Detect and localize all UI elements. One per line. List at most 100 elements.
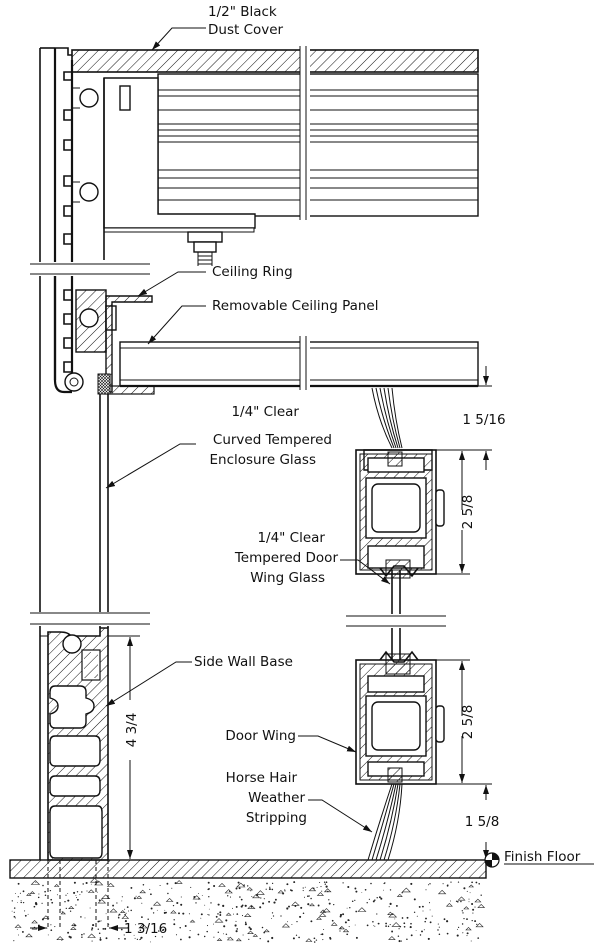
concrete-speck <box>422 910 424 912</box>
concrete-aggregate <box>401 887 411 893</box>
concrete-speck <box>235 920 237 922</box>
concrete-speck <box>424 920 426 923</box>
concrete-speck <box>118 915 119 917</box>
concrete-speck <box>142 884 145 886</box>
concrete-speck <box>73 891 76 894</box>
concrete-speck <box>463 887 466 890</box>
enclosure-glass <box>30 372 150 628</box>
concrete-speck <box>37 896 40 899</box>
concrete-speck <box>237 881 240 884</box>
dim-bottom-gap: 1 5/8 <box>465 814 500 830</box>
concrete-speck <box>413 911 416 913</box>
concrete-speck <box>427 884 430 886</box>
concrete-aggregate <box>152 901 162 906</box>
concrete-aggregate <box>457 896 466 901</box>
concrete-speck <box>235 930 238 933</box>
concrete-aggregate <box>318 912 327 917</box>
concrete-aggregate <box>119 910 126 913</box>
concrete-speck <box>342 913 345 916</box>
concrete-speck <box>149 888 151 890</box>
concrete-aggregate <box>29 891 36 894</box>
concrete-speck <box>161 936 163 938</box>
concrete-speck <box>180 938 182 941</box>
concrete-speck <box>236 913 239 915</box>
concrete-speck <box>316 886 318 888</box>
concrete-speck <box>124 937 126 940</box>
concrete-speck <box>287 921 289 923</box>
concrete-aggregate <box>68 905 75 909</box>
concrete-speck <box>437 929 439 931</box>
concrete-speck <box>364 888 367 891</box>
concrete-speck <box>339 913 343 917</box>
concrete-speck <box>286 907 289 910</box>
concrete-speck <box>429 883 431 885</box>
concrete-speck <box>51 901 54 904</box>
concrete-speck <box>207 888 209 891</box>
concrete-aggregate <box>225 912 232 916</box>
concrete-speck <box>44 894 47 897</box>
concrete-speck <box>394 918 396 920</box>
concrete-speck <box>406 916 409 919</box>
concrete-speck <box>288 905 290 908</box>
concrete-speck <box>455 900 458 902</box>
concrete-speck <box>321 933 324 936</box>
concrete-speck <box>234 924 237 927</box>
concrete-speck <box>91 927 94 930</box>
concrete-aggregate <box>387 911 394 915</box>
concrete-speck <box>466 918 468 920</box>
concrete-aggregate <box>477 903 486 908</box>
concrete-speck <box>477 937 480 939</box>
concrete-speck <box>401 917 404 919</box>
concrete-speck <box>472 912 474 914</box>
concrete-speck <box>159 884 161 887</box>
label-dust-cover-line1: 1/2" Black <box>208 4 277 20</box>
concrete-speck <box>370 882 372 885</box>
label-ceiling-ring: Ceiling Ring <box>212 264 293 280</box>
concrete-speck <box>210 902 212 904</box>
concrete-speck <box>128 910 129 912</box>
concrete-speck <box>456 928 458 930</box>
concrete-speck <box>61 911 63 913</box>
concrete-speck <box>378 896 381 899</box>
concrete-speck <box>173 923 176 926</box>
concrete-speck <box>38 924 40 927</box>
concrete-speck <box>81 936 83 939</box>
concrete-speck <box>429 909 431 911</box>
concrete-speck <box>105 913 107 915</box>
concrete-speck <box>244 923 247 926</box>
concrete-speck <box>208 908 210 910</box>
concrete-speck <box>208 896 210 898</box>
concrete-aggregate <box>316 892 325 896</box>
concrete-speck <box>97 920 100 923</box>
concrete-speck <box>76 897 78 898</box>
concrete-speck <box>259 937 261 940</box>
concrete-speck <box>265 888 267 890</box>
concrete-speck <box>27 913 29 915</box>
concrete-aggregate <box>252 933 259 937</box>
hair-stripping <box>367 387 403 861</box>
concrete-speck <box>389 889 392 891</box>
concrete-speck <box>98 899 101 902</box>
concrete-aggregate <box>14 924 22 928</box>
concrete-speck <box>295 934 298 936</box>
concrete-aggregate <box>60 911 66 915</box>
wall-frame-upper <box>30 47 150 860</box>
concrete-speck <box>406 938 408 940</box>
concrete-speck <box>418 905 421 908</box>
concrete-speck <box>91 940 93 942</box>
concrete-speck <box>280 915 282 917</box>
concrete-aggregate <box>30 880 41 885</box>
concrete-speck <box>284 889 286 891</box>
concrete-speck <box>77 898 79 901</box>
concrete-speck <box>263 898 265 900</box>
concrete-aggregate <box>236 882 246 888</box>
concrete-speck <box>446 932 449 935</box>
concrete-speck <box>90 883 92 885</box>
concrete-aggregate <box>342 928 350 933</box>
label-enclosure-glass-line3: Enclosure Glass <box>209 452 316 468</box>
concrete-speck <box>324 883 326 885</box>
concrete-aggregate <box>465 926 472 931</box>
concrete-speck <box>329 937 332 940</box>
concrete-speck <box>16 928 18 930</box>
concrete-speck <box>253 907 255 909</box>
